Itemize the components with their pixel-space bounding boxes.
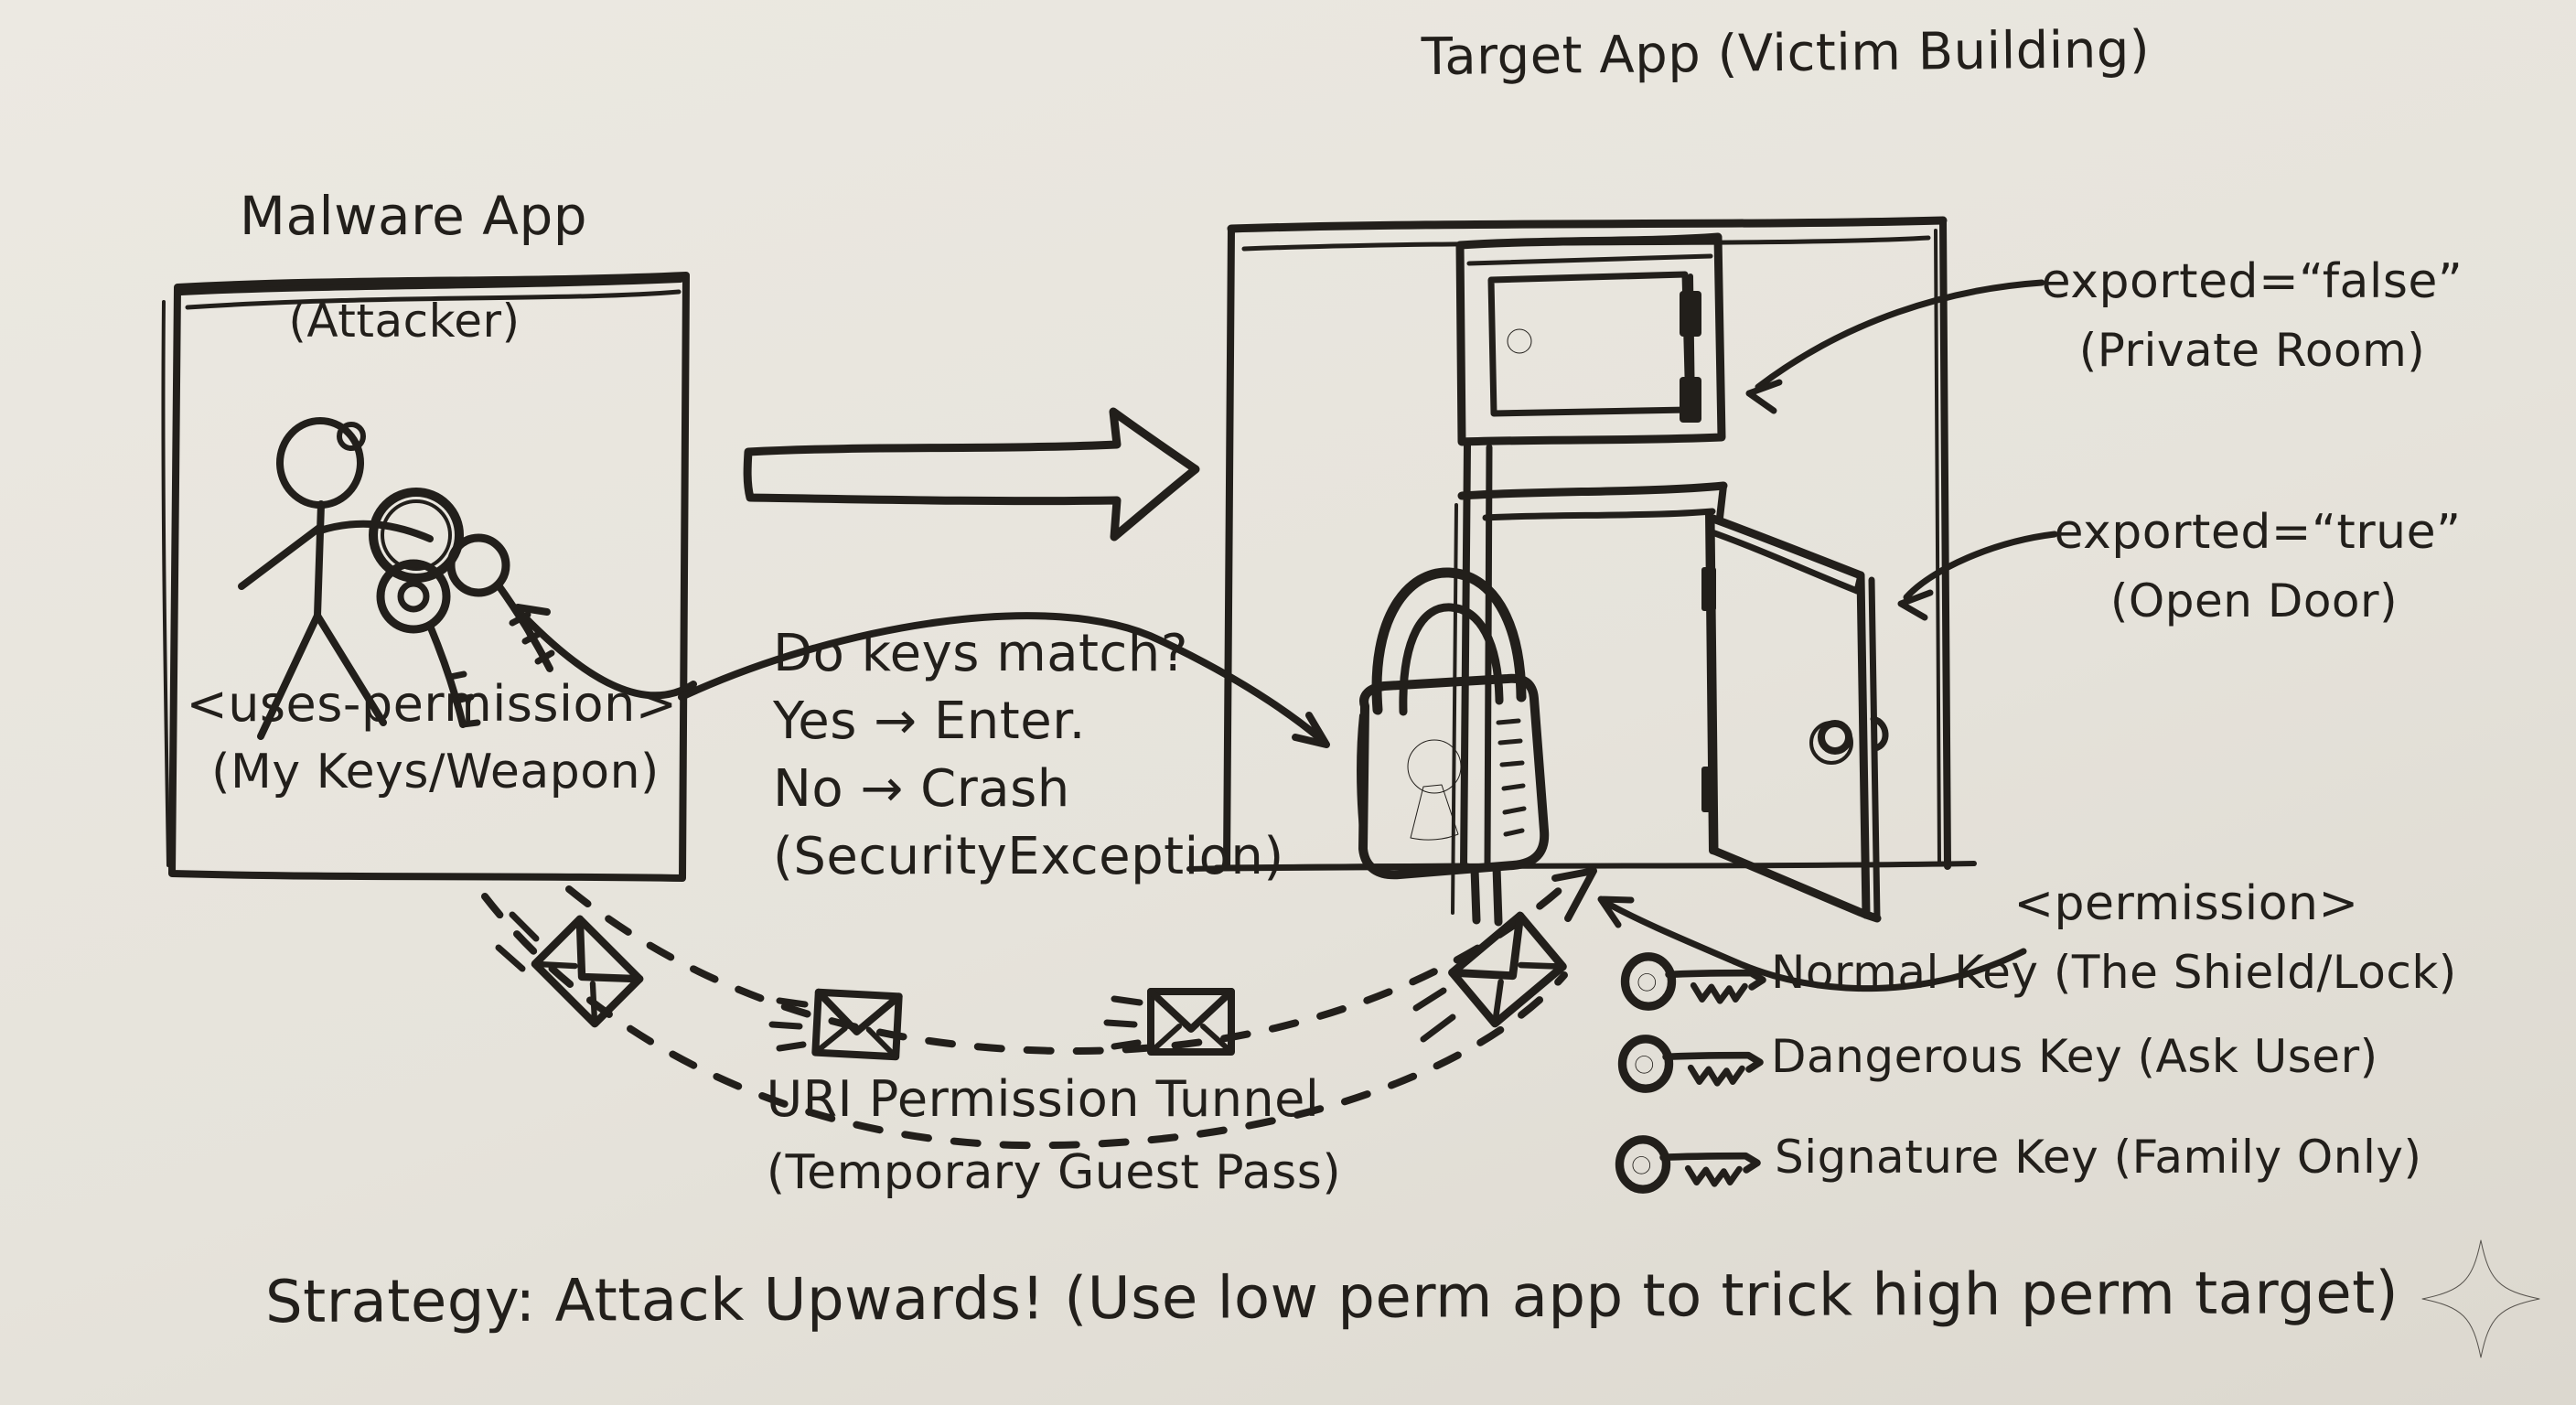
dangerous-key-label: Dangerous Key (Ask User) xyxy=(1771,1030,2378,1083)
exported-false-arrow xyxy=(1745,279,2045,414)
envelope-icons xyxy=(495,911,1562,1056)
sparkle-watermark-icon xyxy=(2421,1239,2540,1358)
uri-permission-tunnel xyxy=(481,867,1597,1150)
permission-arrow xyxy=(1597,896,2027,992)
exported-true-label: exported=“true” xyxy=(2054,505,2462,560)
padlock-icon xyxy=(1357,567,1550,927)
dangerous-key-icon xyxy=(1623,1039,1760,1089)
tunnel-label: URI Permission Tunnel xyxy=(766,1070,1320,1128)
keys-pointer-arrow xyxy=(514,604,697,700)
normal-key-label: Normal Key (The Shield/Lock) xyxy=(1771,946,2457,999)
keys-match-line-1: Do keys match? xyxy=(773,624,1189,683)
attacker-stick-figure xyxy=(238,417,434,740)
exported-false-label: exported=“false” xyxy=(2041,254,2463,309)
private-room-label: (Private Room) xyxy=(2078,324,2426,377)
open-door xyxy=(1706,513,1889,923)
permission-key-legend-icons xyxy=(1620,957,1763,1189)
attacker-subtitle: (Attacker) xyxy=(288,295,521,348)
uses-permission-label: <uses-permission> xyxy=(186,675,678,733)
my-keys-weapon-label: (My Keys/Weapon) xyxy=(211,745,660,799)
target-app-title: Target App (Victim Building) xyxy=(1421,19,2151,88)
malware-app-title: Malware App xyxy=(239,185,588,247)
malware-app-box xyxy=(161,272,690,882)
permission-label: <permission> xyxy=(2013,876,2359,931)
keys-match-curve-arrow xyxy=(678,612,1330,748)
target-building xyxy=(1186,216,1977,872)
keys-match-note: Do keys match? Yes → Enter. No → Crash (… xyxy=(773,620,1284,891)
tunnel-sublabel: (Temporary Guest Pass) xyxy=(766,1145,1342,1200)
open-door-label: (Open Door) xyxy=(2109,574,2399,627)
attack-direction-arrow xyxy=(743,407,1200,542)
keys-match-line-3: No → Crash xyxy=(773,759,1070,819)
signature-key-label: Signature Key (Family Only) xyxy=(1775,1131,2422,1184)
keys-match-line-4: (SecurityException) xyxy=(773,827,1284,886)
signature-key-icon xyxy=(1620,1140,1757,1189)
strategy-caption: Strategy: Attack Upwards! (Use low perm … xyxy=(264,1259,2399,1337)
keys-match-line-2: Yes → Enter. xyxy=(773,692,1086,751)
private-room-window xyxy=(1455,232,1726,446)
exported-true-arrow xyxy=(1897,531,2058,621)
